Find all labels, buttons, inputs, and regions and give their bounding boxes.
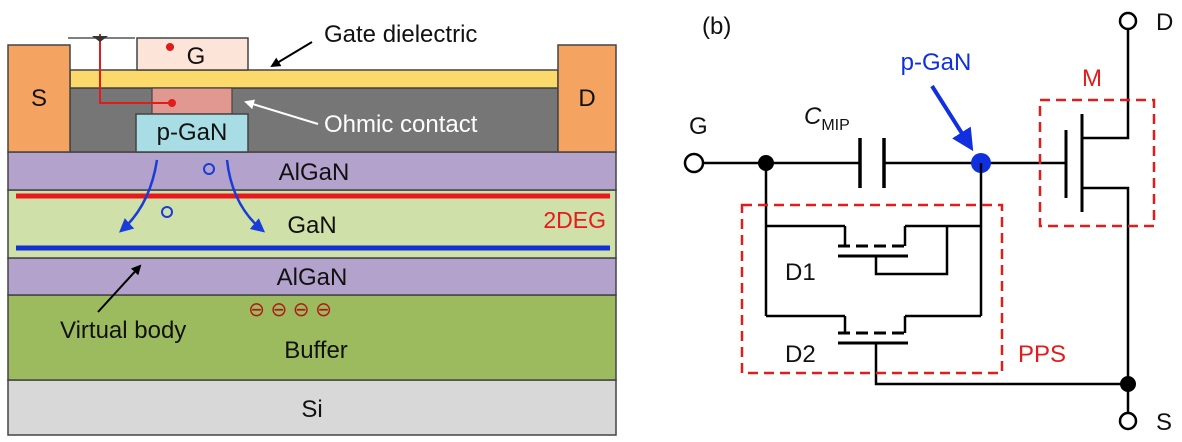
pgan-layer <box>135 113 249 153</box>
d2-label: D2 <box>785 341 816 368</box>
m-label: M <box>1082 65 1102 92</box>
circuit-source-label: S <box>1156 409 1172 436</box>
d1-label: D1 <box>785 259 816 286</box>
pps-box <box>740 203 1004 375</box>
hole-icon <box>161 206 173 218</box>
hole-arrow-right <box>225 159 266 233</box>
virtual-body-label: Virtual body <box>60 317 186 344</box>
equivalent-circuit: (b) G CMIP p-GaN M D S <box>683 9 1173 436</box>
virtual-body-arrow <box>97 264 142 313</box>
source-contact <box>7 44 71 153</box>
ohmic-contact <box>151 87 233 115</box>
algan-top-label: AlGaN <box>279 159 350 186</box>
algan-top-layer <box>7 151 617 191</box>
hole-flow <box>119 159 266 233</box>
cmip-label: CMIP <box>804 103 850 134</box>
gate-terminal <box>683 152 705 174</box>
buffer-label: Buffer <box>284 337 348 364</box>
source-label: S <box>31 85 47 112</box>
ohmic-contact-arrow <box>244 99 319 125</box>
pps-network: D1 D2 <box>764 163 1128 386</box>
gate-electrode <box>136 37 249 71</box>
drain-terminal <box>1118 11 1138 31</box>
drain-label: D <box>578 85 595 112</box>
si-layer <box>7 379 617 436</box>
ohmic-contact-label: Ohmic contact <box>324 111 478 138</box>
source-terminal <box>1118 411 1138 431</box>
2deg-label: 2DEG <box>543 207 606 233</box>
gan-label: GaN <box>287 212 336 239</box>
gate-ohmic-link <box>68 34 176 107</box>
pgan-label: p-GaN <box>157 119 228 146</box>
drain-contact <box>557 44 617 153</box>
pps-label: PPS <box>1018 341 1066 368</box>
panel-b-label: (b) <box>702 13 731 40</box>
hole-icon <box>203 163 215 175</box>
circuit-drain-label: D <box>1156 9 1173 36</box>
buffer-layer <box>7 294 617 381</box>
device-cross-section: Si Buffer ⊖ ⊖ ⊖ ⊖ AlGaN GaN 2DEG AlGaN G… <box>7 21 617 436</box>
gate-dielectric-label: Gate dielectric <box>324 21 477 48</box>
transistor-m-box <box>1038 98 1156 228</box>
algan-bottom-label: AlGaN <box>277 264 348 291</box>
pgan-arrow <box>930 84 974 152</box>
circuit-gate-label: G <box>689 113 708 140</box>
gate-dielectric-arrow <box>270 41 313 68</box>
gate-label: G <box>187 43 206 70</box>
pgan-circuit-label: p-GaN <box>901 49 972 76</box>
si-label: Si <box>301 396 322 423</box>
hole-arrow-left <box>119 159 159 233</box>
negative-charges: ⊖ ⊖ ⊖ ⊖ <box>248 299 332 321</box>
gate-dielectric-layer <box>69 69 559 89</box>
